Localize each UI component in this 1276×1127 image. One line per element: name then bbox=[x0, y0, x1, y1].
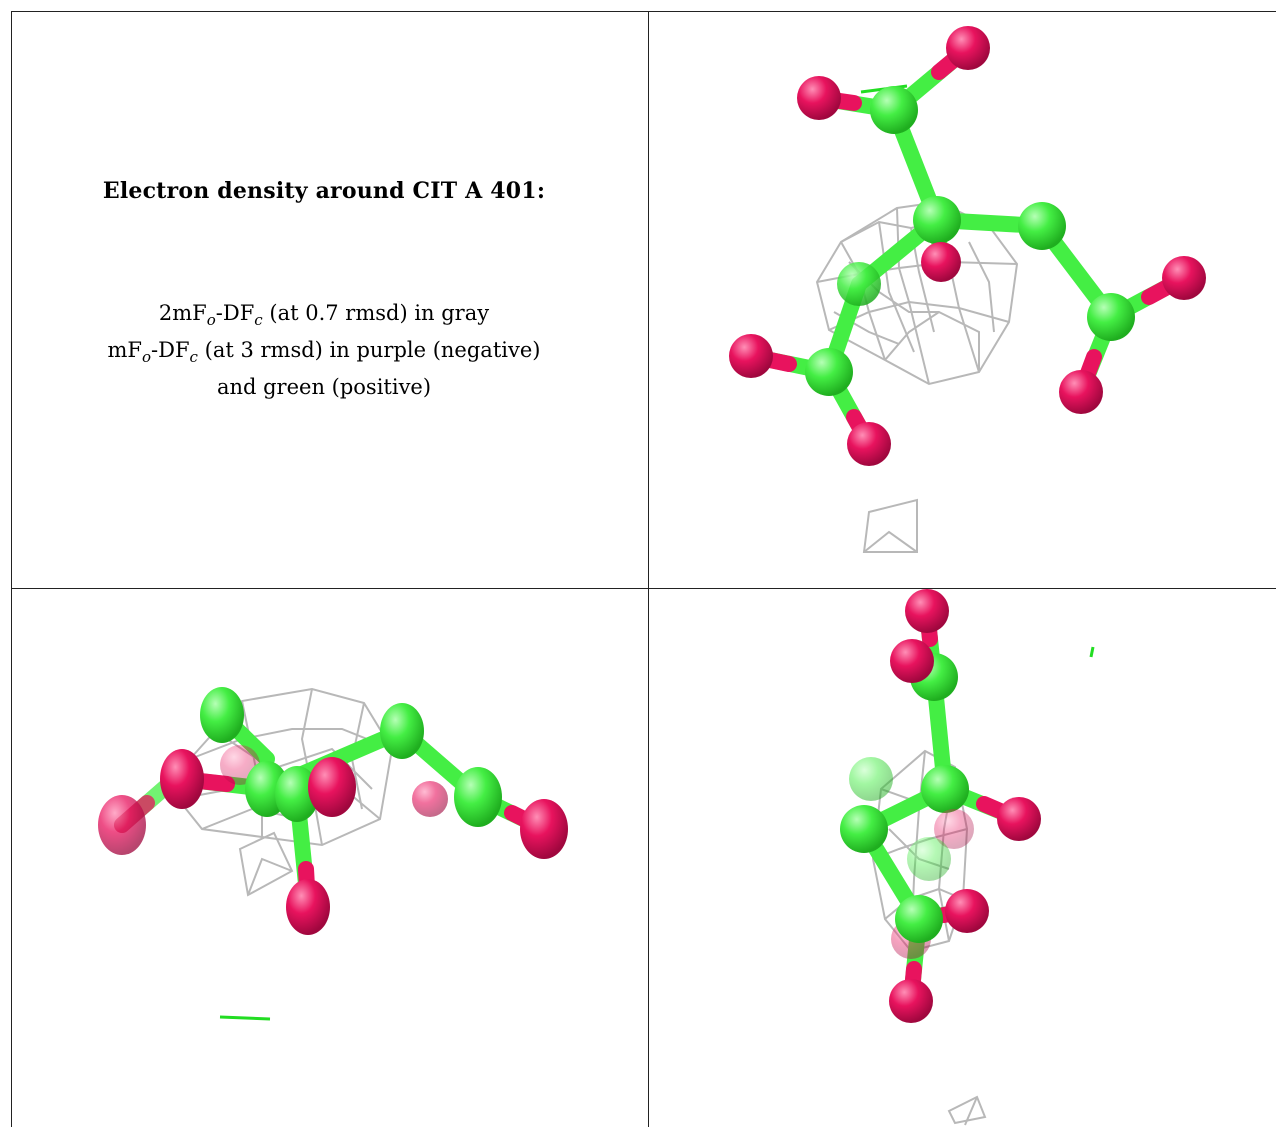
density-view-bottom-right bbox=[649, 589, 1276, 1127]
caption-line-2fofc: 2mFo-DFc (at 0.7 rmsd) in gray bbox=[158, 301, 490, 330]
mesh-positive bbox=[1089, 646, 1095, 658]
caption-cell: Electron density around CIT A 401: 2mFo-… bbox=[12, 12, 636, 578]
atoms bbox=[840, 589, 1041, 1023]
caption-title: Electron density around CIT A 401: bbox=[102, 178, 546, 204]
border-middle-horizontal bbox=[11, 588, 1276, 589]
molecule-render-3 bbox=[840, 589, 1095, 1126]
caption-line-fofc: mFo-DFc (at 3 rmsd) in purple (negative) bbox=[107, 338, 541, 367]
atoms bbox=[729, 26, 1206, 466]
caption-description: 2mFo-DFc (at 0.7 rmsd) in gray mFo-DFc (… bbox=[12, 298, 636, 402]
border-middle-vertical bbox=[648, 11, 649, 1127]
mesh-positive bbox=[219, 1015, 271, 1021]
border-left bbox=[11, 11, 12, 1127]
border-top bbox=[11, 11, 1276, 12]
density-view-bottom-left bbox=[12, 589, 648, 1127]
molecule-render-2 bbox=[98, 687, 568, 1021]
density-view-top-right bbox=[649, 12, 1276, 588]
molecule-render-1 bbox=[729, 26, 1206, 553]
caption-line-colors: and green (positive) bbox=[216, 375, 432, 400]
atoms bbox=[98, 687, 568, 935]
